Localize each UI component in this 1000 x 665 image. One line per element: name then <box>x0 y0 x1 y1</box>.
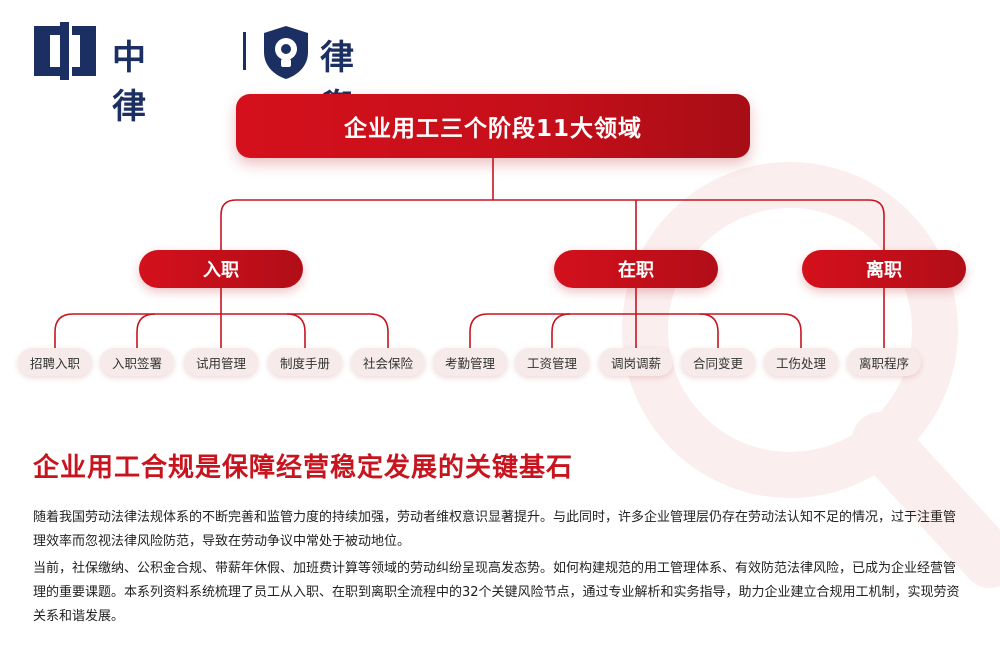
article-paragraph-1: 随着我国劳动法律法规体系的不断完善和监管力度的持续加强，劳动者维权意识显著提升。… <box>33 510 957 549</box>
leaf-node: 离职程序 <box>847 348 921 376</box>
article-heading: 企业用工合规是保障经营稳定发展的关键基石 <box>33 453 574 483</box>
leaf-node: 试用管理 <box>184 348 258 376</box>
logo-divider <box>243 32 246 70</box>
logo-text-zhonglv: 中律 <box>112 38 147 127</box>
leaf-node: 入职签署 <box>100 348 174 376</box>
stage-node-departure: 离职 <box>802 250 966 288</box>
stage-node-onboarding: 入职 <box>139 250 303 288</box>
leaf-node: 工资管理 <box>515 348 589 376</box>
leaf-node: 调岗调薪 <box>599 348 673 376</box>
leaf-node: 社会保险 <box>351 348 425 376</box>
stage-node-employment: 在职 <box>554 250 718 288</box>
diagram-root-node: 企业用工三个阶段11大领域 <box>236 94 750 158</box>
leaf-node: 合同变更 <box>681 348 755 376</box>
leaf-node: 工伤处理 <box>764 348 838 376</box>
zhonglv-logo-icon <box>34 22 96 80</box>
leaf-node: 招聘入职 <box>18 348 92 376</box>
leaf-node: 制度手册 <box>268 348 342 376</box>
lvdou-shield-logo-icon <box>264 26 308 79</box>
article-paragraph-2: 当前，社保缴纳、公积金合规、带薪年休假、加班费计算等领域的劳动纠纷呈现高发态势。… <box>33 561 960 624</box>
leaf-node: 考勤管理 <box>433 348 507 376</box>
